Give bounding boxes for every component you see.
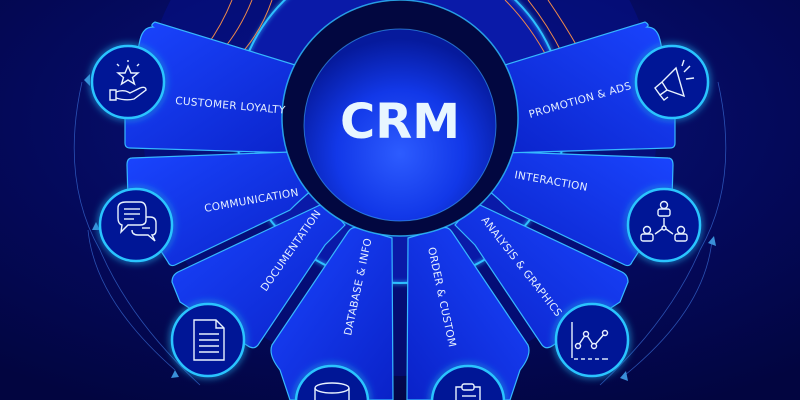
database-icon bbox=[314, 382, 350, 400]
flow-line-right bbox=[599, 81, 727, 386]
segment-order-custom[interactable] bbox=[406, 226, 530, 400]
icon-node-promotion-ads[interactable] bbox=[634, 44, 710, 120]
arrow-icon bbox=[92, 222, 100, 230]
icon-node-order-custom[interactable] bbox=[430, 364, 506, 400]
flow-line-left bbox=[73, 81, 201, 386]
icon-node-customer-loyalty[interactable] bbox=[90, 44, 166, 120]
megaphone-icon bbox=[654, 59, 695, 101]
crm-title: CRM bbox=[340, 94, 460, 150]
arrow-icon bbox=[620, 371, 628, 381]
icon-node-communication[interactable] bbox=[98, 187, 174, 263]
icon-node-database-info[interactable] bbox=[294, 364, 370, 400]
icon-node-analysis-graphics[interactable] bbox=[554, 302, 630, 378]
clipboard-icon bbox=[455, 383, 481, 400]
inner-ring-edge bbox=[281, 0, 519, 237]
flow-line-right-2 bbox=[624, 239, 713, 376]
people-network-icon bbox=[640, 200, 688, 242]
segment-database-info[interactable] bbox=[270, 226, 394, 400]
center-circle-edge bbox=[303, 28, 497, 222]
chat-bubbles-icon bbox=[117, 201, 157, 242]
hand-star-icon bbox=[109, 60, 147, 101]
arrow-icon bbox=[84, 74, 90, 86]
flow-line-left-2 bbox=[87, 229, 176, 371]
center-circle[interactable] bbox=[304, 29, 496, 221]
document-icon bbox=[193, 319, 225, 361]
icon-node-interaction[interactable] bbox=[626, 187, 702, 263]
arrow-icon bbox=[171, 370, 179, 378]
line-chart-icon bbox=[571, 322, 609, 360]
arrow-icon bbox=[708, 236, 716, 246]
icon-node-documentation[interactable] bbox=[170, 302, 246, 378]
